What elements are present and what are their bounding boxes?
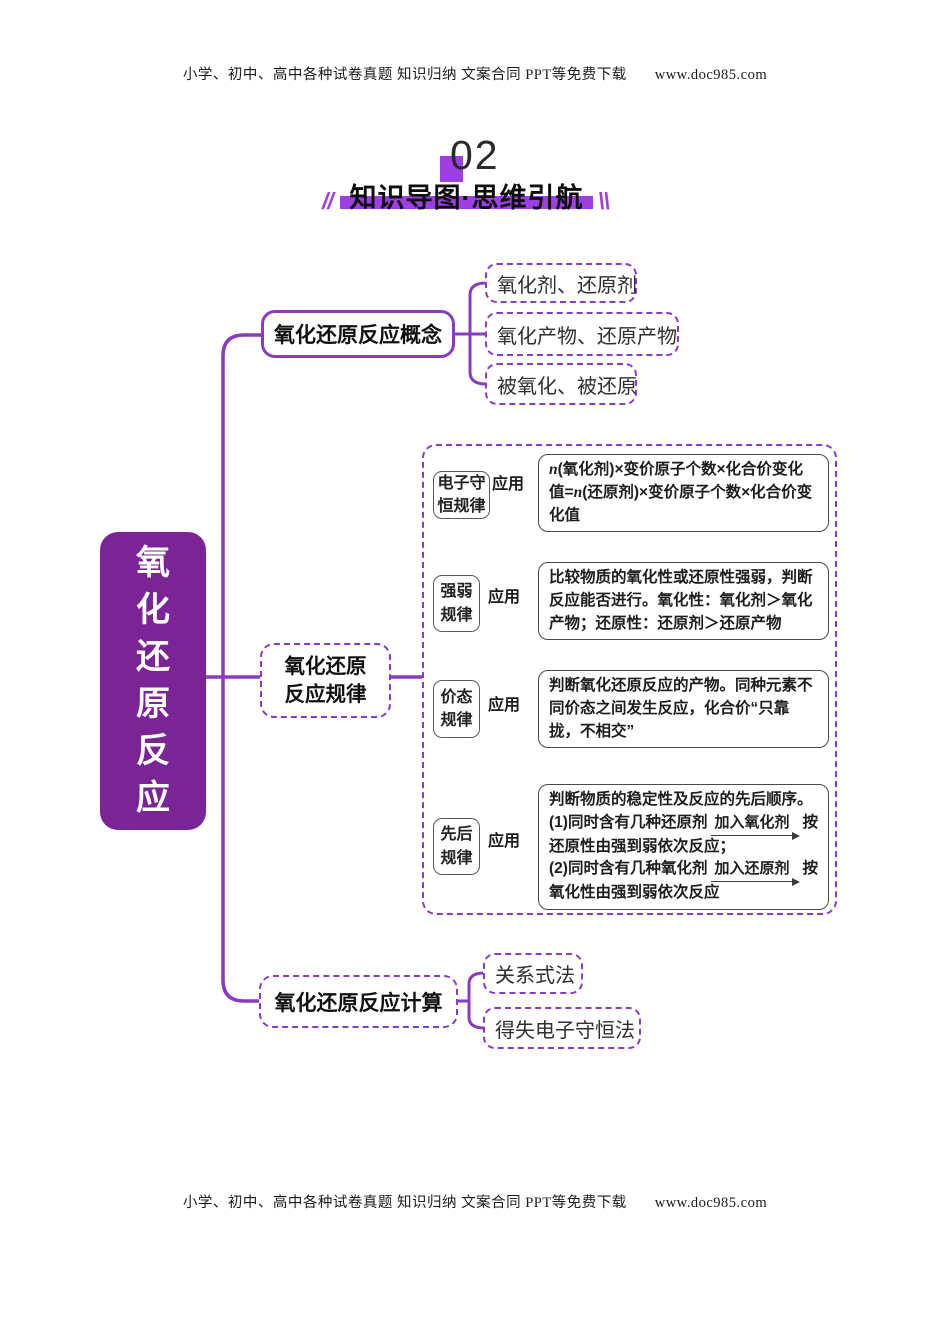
leaf-being-oxidized-reduced: 被氧化、被还原 [485,363,637,405]
rule-name: 强弱 [440,583,473,601]
section-title: 知识导图·思维引航 [349,183,584,213]
desc-text: (氧化剂)×变价原子个数×化合价变化值= [549,461,804,501]
branch-calculations: 氧化还原反应计算 [259,975,458,1028]
title-decor-right: \\ [598,188,610,214]
desc-text: (2)同时含有几种氧化剂 [549,860,708,878]
desc-text: 按还原性由强到弱依次反应； [549,813,818,855]
leaf-label: 得失电子守恒法 [495,1019,635,1042]
header-url: www.doc985.com [654,67,768,83]
labeled-arrow-text: 加入还原剂 [714,860,790,878]
title-decor-left: // [322,188,334,214]
desc-text: 比较物质的氧化性或还原性强弱，判断反应能否进行。氧化性：氧化剂＞氧化产物；还原性… [549,569,813,632]
desc-text: (1)同时含有几种还原剂 [549,813,708,831]
page-header: 小学、初中、高中各种试卷真题 知识归纳 文案合同 PPT等免费下载 www.doc… [0,63,950,84]
concepts-children-bracket [453,281,488,386]
header-text: 小学、初中、高中各种试卷真题 知识归纳 文案合同 PPT等免费下载 [182,67,627,83]
desc-italic-n: n [549,461,558,478]
branch-rules: 氧化还原 反应规律 [260,643,391,718]
branch-concepts: 氧化还原反应概念 [261,310,455,358]
trunk-connector [221,333,263,1003]
apply-label-2: 应用 [488,589,521,606]
rule-name: 电子守 [437,474,486,492]
leaf-oxidant-reductant: 氧化剂、还原剂 [485,263,637,303]
rule-name: 价态 [440,688,473,706]
leaf-label: 氧化产物、还原产物 [497,325,677,348]
leaf-label: 氧化剂、还原剂 [497,274,637,297]
branch-concepts-label: 氧化还原反应概念 [274,324,442,347]
section-title-bar [340,196,593,209]
root-node: 氧化还原反应 [100,532,206,830]
desc-strength: 比较物质的氧化性或还原性强弱，判断反应能否进行。氧化性：氧化剂＞氧化产物；还原性… [538,562,829,641]
apply-label-3: 应用 [488,697,521,714]
labeled-arrow-add-reductant: 加入还原剂 [711,860,801,886]
desc-electron-conservation: n(氧化剂)×变价原子个数×化合价变化值=n(还原剂)×变价原子个数×化合价变化… [538,454,829,533]
footer-url: www.doc985.com [654,1195,768,1211]
page-footer: 小学、初中、高中各种试卷真题 知识归纳 文案合同 PPT等免费下载 www.doc… [0,1191,950,1212]
root-node-label: 氧化还原反应 [136,544,170,817]
leaf-electron-conservation-method: 得失电子守恒法 [483,1007,641,1049]
desc-italic-n: n [573,483,583,501]
rule-name: 恒规律 [437,498,486,515]
leaf-relation-method: 关系式法 [483,953,583,994]
leaf-label: 被氧化、被还原 [497,375,637,398]
rule-order: 先后 规律 [433,818,480,875]
labeled-arrow-add-oxidant: 加入氧化剂 [711,813,801,840]
desc-text: (还原剂)×变价原子个数×化合价变化值 [549,483,813,524]
apply-label-4: 应用 [488,833,521,850]
branch-rules-label-line1: 氧化还原 [284,654,367,678]
rule-name: 规律 [440,712,473,729]
rule-name: 规律 [440,849,473,867]
apply-label-1: 应用 [492,476,525,493]
rule-valence: 价态 规律 [433,680,480,738]
rule-strength: 强弱 规律 [433,575,480,632]
leaf-label: 关系式法 [495,965,575,987]
rule-name: 先后 [440,826,473,844]
desc-order: 判断物质的稳定性及反应的先后顺序。 (1)同时含有几种还原剂加入氧化剂按还原性由… [538,784,829,910]
rule-electron-conservation: 电子守 恒规律 [433,471,490,519]
calc-children-bracket [456,971,486,1030]
leaf-oxidation-reduction-products: 氧化产物、还原产物 [485,312,679,356]
branch-rules-label-line2: 反应规律 [284,682,367,706]
desc-valence: 判断氧化还原反应的产物。同种元素不同价态之间发生反应，化合价“只靠拢，不相交” [538,670,829,749]
section-number: 02 [450,132,500,178]
labeled-arrow-text: 加入氧化剂 [714,813,790,831]
rule-name: 规律 [440,606,473,624]
desc-text: 判断物质的稳定性及反应的先后顺序。 [549,791,813,808]
section-number-accent-square [440,156,463,182]
footer-text: 小学、初中、高中各种试卷真题 知识归纳 文案合同 PPT等免费下载 [182,1195,627,1211]
desc-text: 按氧化性由强到弱依次反应 [549,860,818,902]
desc-text: 判断氧化还原反应的产物。同种元素不同价态之间发生反应，化合价“只靠拢，不相交” [549,677,813,740]
branch-calculations-label: 氧化还原反应计算 [274,991,443,1015]
